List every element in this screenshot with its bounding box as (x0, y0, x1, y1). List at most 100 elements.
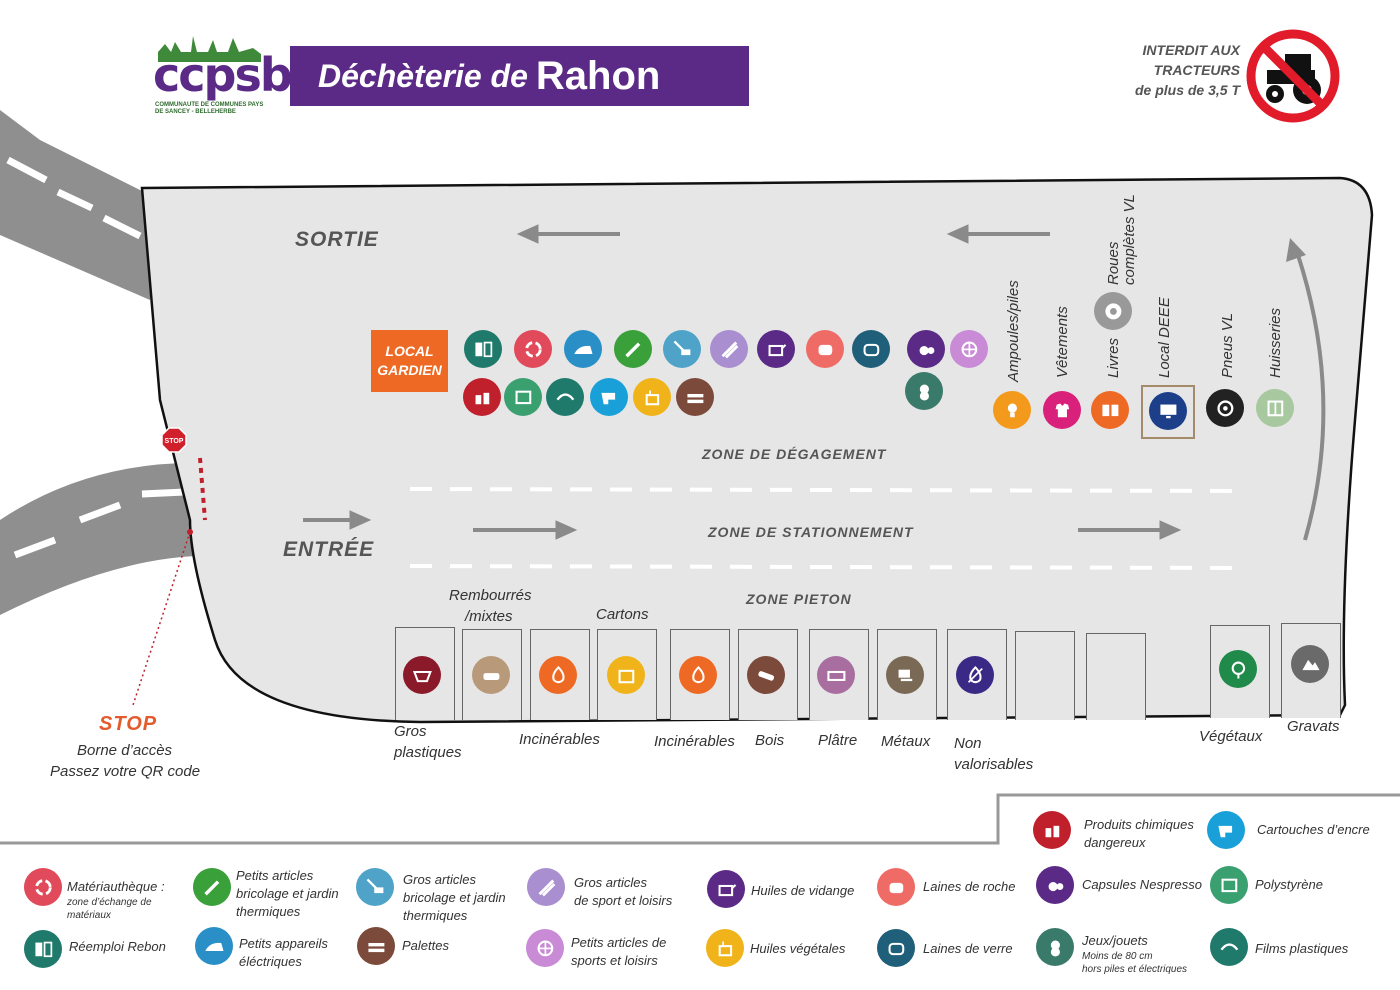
access-terminal-dot (187, 529, 193, 535)
stop-title: STOP (99, 713, 158, 735)
legend-gros-articles-1: Gros articles (403, 872, 476, 887)
local-gardien-line1: LOCAL (385, 343, 434, 359)
legend-laines-verre-icon (877, 929, 915, 967)
legend-films-icon (1210, 928, 1248, 966)
cartouches-icon (590, 378, 628, 416)
logo-subtitle: COMMUNAUTE DE COMMUNES PAYS DE SANCEY - … (155, 102, 264, 115)
legend-gros-sport: Gros articles de sport et loisirs (574, 874, 672, 910)
local-gardien: LOCAL GARDIEN (371, 330, 448, 392)
zone-stationnement-label: ZONE DE STATIONNEMENT (708, 524, 914, 540)
rembourres-label-2: /mixtes (465, 608, 513, 625)
huisseries-icon (1256, 389, 1294, 427)
legend-petits-articles-3: thermiques (236, 904, 301, 919)
legend-films: Films plastiques (1255, 941, 1349, 956)
gros-plastiques-label-2: plastiques (394, 744, 462, 761)
materiautheque-icon (514, 330, 552, 368)
non-valorisables-icon (956, 656, 994, 694)
legend-petits-sport: Petits articles de sports et loisirs (571, 934, 666, 970)
vegetaux-icon (1219, 650, 1257, 688)
deee-icon (1149, 392, 1187, 430)
ccpsb-logo: ccpsb COMMUNAUTE DE COMMUNES PAYS DE SAN… (153, 34, 293, 120)
legend-gros-articles-icon (356, 868, 394, 906)
site-area (140, 176, 1374, 724)
page-title: Déchèterie de Rahon (290, 46, 749, 106)
huisseries-label: Huisseries (1267, 307, 1284, 378)
legend-materiautheque-icon (24, 868, 62, 906)
tractor-ban-text: INTERDIT AUX TRACTEURS de plus de 3,5 T (1110, 40, 1240, 100)
curved-arrow (1296, 254, 1326, 541)
local-deee-box (1141, 385, 1195, 439)
legend-huiles-vidange-icon (707, 870, 745, 908)
legend-jeux-2: Moins de 80 cm (1082, 951, 1153, 962)
bois-icon (747, 656, 785, 694)
legend-cartouches-icon (1207, 811, 1245, 849)
legend-materiautheque: Matériauthèque : zone d’échange de matér… (67, 878, 165, 922)
incinerables-2-label: Incinérables (654, 733, 735, 750)
livres-label: Livres (1105, 337, 1122, 378)
legend-frame (0, 793, 1400, 845)
ban-line1: INTERDIT AUX (1142, 42, 1240, 58)
petits-articles-bricolage-icon (614, 330, 652, 368)
capsules-icon (907, 330, 945, 368)
vetements-icon (1043, 391, 1081, 429)
reemploi-icon (464, 330, 502, 368)
legend-palettes-icon (357, 927, 395, 965)
legend-gros-sport-2: de sport et loisirs (574, 893, 673, 908)
legend-cartouches: Cartouches d’encre (1257, 822, 1370, 837)
legend-reemploi: Réemploi Rebon (69, 939, 166, 954)
polystyrene-icon (504, 378, 542, 416)
pneus-label: Pneus VL (1219, 312, 1236, 378)
gros-plastiques-icon (403, 656, 441, 694)
legend-capsules: Capsules Nespresso (1082, 877, 1202, 892)
ampoules-label: Ampoules/piles (1005, 280, 1022, 382)
platre-icon (817, 656, 855, 694)
legend-petits-sport-2: sports et loisirs (571, 953, 658, 968)
legend-laines-roche: Laines de roche (923, 879, 1016, 894)
bin-empty-2 (1086, 633, 1146, 720)
non-valorisables-label-2: valorisables (954, 756, 1034, 773)
curved-arrow-head (1286, 238, 1306, 262)
legend-huiles-vidange: Huiles de vidange (751, 883, 855, 898)
legend-petits-articles: Petits articles bricolage et jardin ther… (236, 867, 339, 921)
legend-gros-sport-icon (527, 868, 565, 906)
legend-petits-appareils: Petits appareils éléctriques (239, 935, 328, 971)
title-part2: Rahon (535, 53, 661, 98)
petits-articles-sport-icon (950, 330, 988, 368)
incinerables-1-label: Incinérables (519, 731, 600, 748)
gravats-label: Gravats (1287, 718, 1340, 735)
legend-jeux-3: hors piles et électriques (1082, 964, 1188, 975)
produits-chimiques-icon (463, 378, 501, 416)
livres-icon (1091, 391, 1129, 429)
roues-label-2: complètes VL (1121, 194, 1138, 285)
ban-line2: TRACTEURS (1153, 62, 1240, 78)
legend-polystyrene-icon (1210, 866, 1248, 904)
direction-arrows (303, 224, 1182, 540)
stop-sign-icon: STOP (161, 427, 187, 453)
metaux-icon (886, 656, 924, 694)
rembourres-icon (472, 656, 510, 694)
local-deee-label: Local DEEE (1156, 297, 1173, 378)
gros-articles-bricolage-icon (663, 330, 701, 368)
non-valorisables-label-1: Non (954, 735, 982, 752)
films-plastiques-icon (546, 378, 584, 416)
legend-jeux-1: Jeux/jouets (1082, 933, 1148, 948)
lane-line-bottom (409, 564, 1251, 570)
legend-produits-chimiques: Produits chimiques dangereux (1084, 816, 1194, 852)
title-part1: Déchèterie de (318, 57, 528, 94)
legend-gros-articles: Gros articles bricolage et jardin thermi… (403, 871, 506, 925)
ban-line3: de plus de 3,5 T (1134, 82, 1240, 98)
legend-produits-chimiques-icon (1033, 811, 1071, 849)
legend-jeux: Jeux/jouets Moins de 80 cm hors piles et… (1082, 932, 1187, 976)
roues-label-1: Roues (1105, 241, 1122, 285)
platre-label: Plâtre (818, 732, 858, 749)
laines-roche-icon (806, 330, 844, 368)
legend-materiautheque-sub2: matériaux (67, 910, 111, 921)
legend-huiles-vegetales: Huiles végétales (750, 941, 846, 956)
legend-gros-sport-1: Gros articles (574, 875, 647, 890)
legend-petits-articles-icon (193, 868, 231, 906)
entry-label: ENTRÉE (283, 538, 375, 561)
legend-laines-roche-icon (877, 868, 915, 906)
legend-capsules-icon (1036, 866, 1074, 904)
bois-label: Bois (755, 732, 785, 749)
